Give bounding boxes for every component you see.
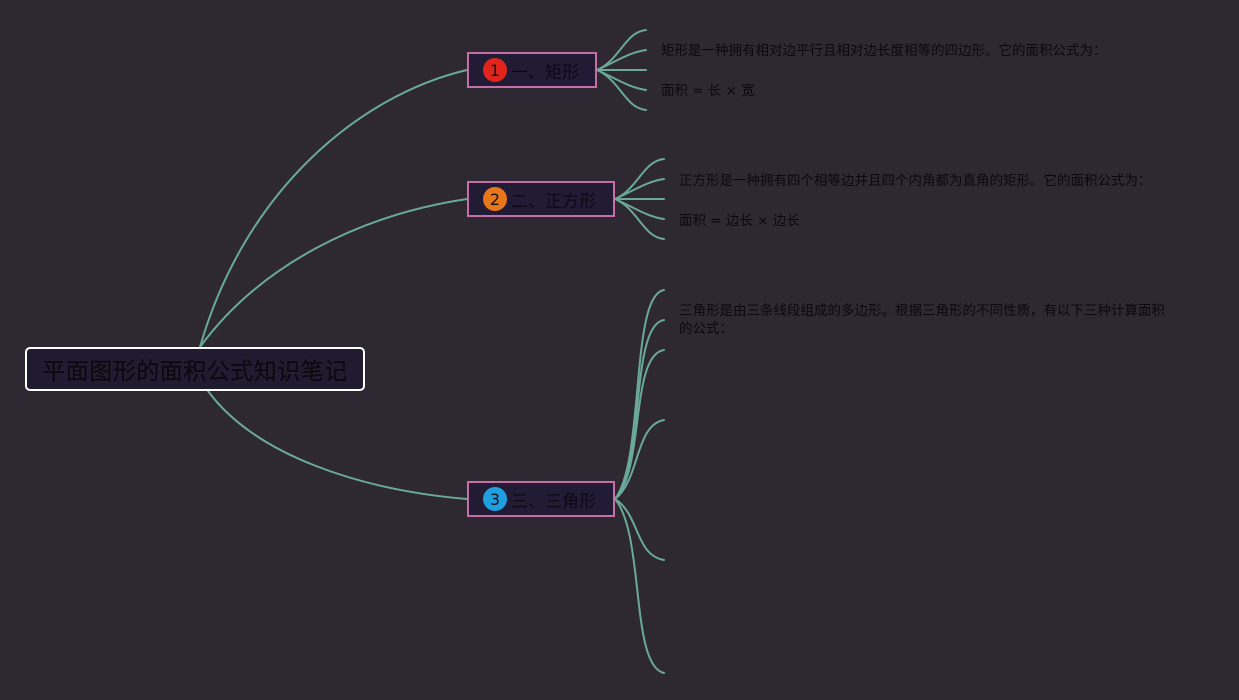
edge-b1-leaf-2 [596,49,647,71]
edge-root-branch-2 [199,198,468,348]
number-badge-icon: 1 [483,58,507,82]
branch-topic-label: 三、三角形 [511,491,596,512]
note-square-definition[interactable]: 正方形是一种拥有四个相等边并且四个内角都为直角的矩形。它的面积公式为： [679,173,1152,189]
edge-root-branch-3 [207,390,468,500]
root-topic-label: 平面图形的面积公式知识笔记 [42,359,348,385]
note-rectangle-formula[interactable]: 面积 = 长 × 宽 [661,83,755,99]
number-badge-icon: 2 [483,187,507,211]
edge-b1-leaf-5 [596,69,647,111]
number-badge-icon: 3 [483,487,507,511]
edge-b2-leaf-1 [614,158,665,200]
note-square-formula[interactable]: 面积 = 边长 × 边长 [679,213,800,229]
branch-topic-label: 二、正方形 [511,191,596,212]
edge-b3-leaf-3 [614,349,665,500]
root-topic[interactable]: 平面图形的面积公式知识笔记 [25,347,365,391]
edge-b3-leaf-1 [614,289,665,500]
branch-topic-rectangle[interactable]: 1 一、矩形 [467,52,597,88]
edge-root-branch-1 [199,69,468,348]
edge-b2-leaf-2 [614,178,665,200]
branch-topic-square[interactable]: 2 二、正方形 [467,181,615,217]
branch-topic-triangle[interactable]: 3 三、三角形 [467,481,615,517]
edge-b3-leaf-6 [614,498,665,674]
edge-b3-leaf-4 [614,419,665,500]
edge-b2-leaf-5 [614,198,665,240]
edge-b1-leaf-1 [596,29,647,71]
edge-b3-leaf-2 [614,319,665,500]
branch-topic-label: 一、矩形 [511,62,579,83]
note-rectangle-definition[interactable]: 矩形是一种拥有相对边平行且相对边长度相等的四边形。它的面积公式为： [661,43,1107,59]
edge-b3-leaf-5 [614,498,665,561]
note-triangle-definition[interactable]: 三角形是由三条线段组成的多边形。根据三角形的不同性质，有以下三种计算面积的公式： [679,303,1165,337]
